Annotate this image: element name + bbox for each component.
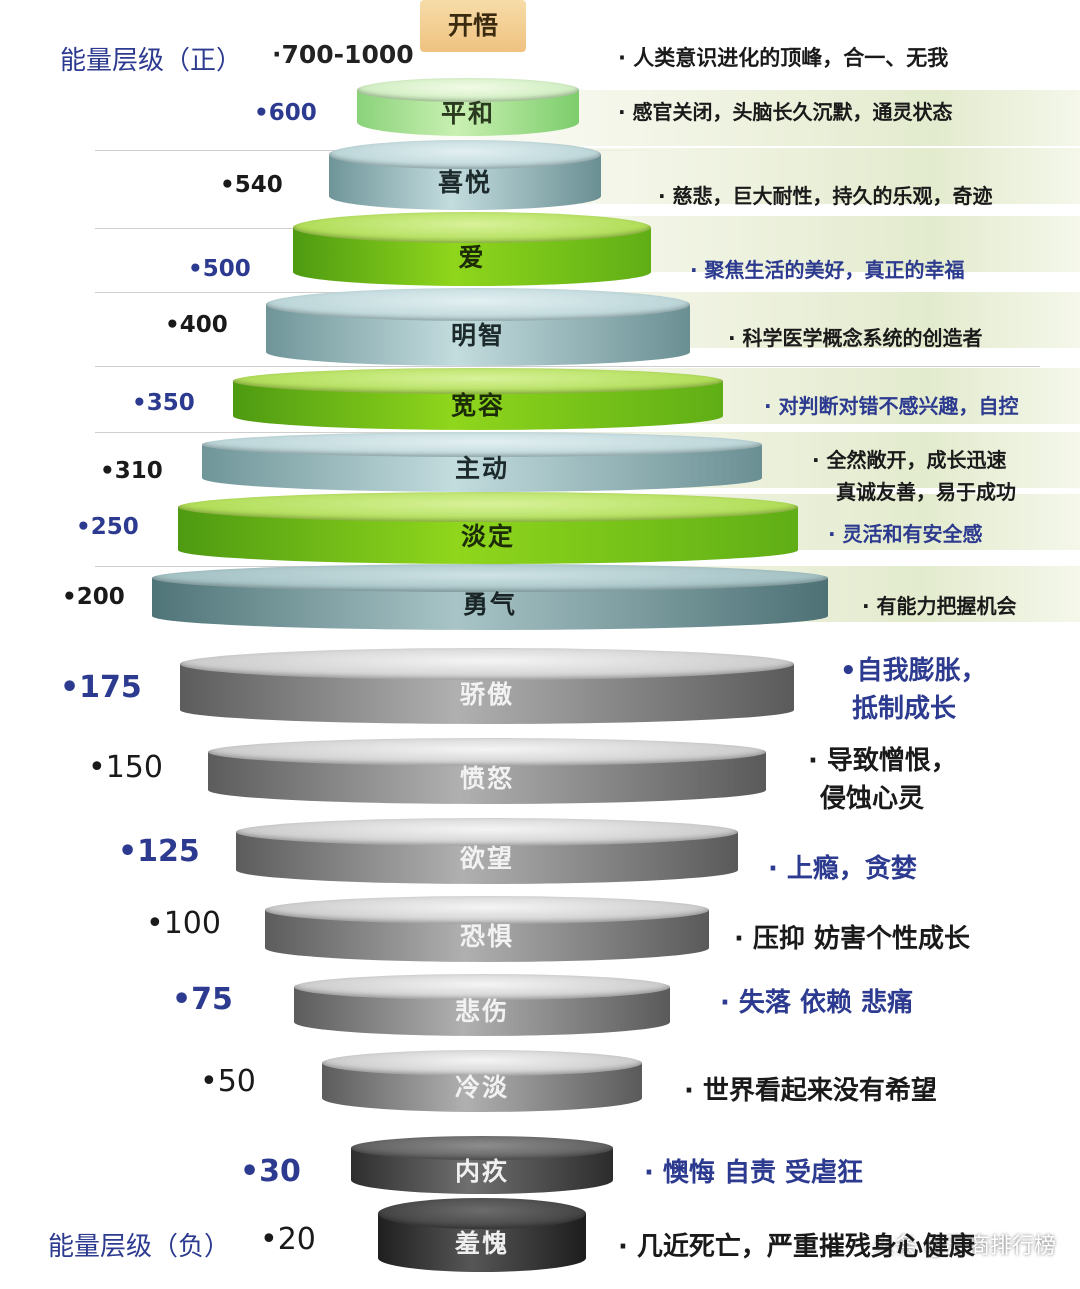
level-value: •50	[200, 1064, 256, 1099]
level-value: •75	[172, 982, 233, 1017]
level-disk: 爱	[293, 212, 651, 286]
level-disk: 平和	[357, 78, 579, 136]
level-disk: 愤怒	[208, 738, 766, 804]
level-name: 内疚	[454, 1157, 509, 1186]
level-disk: 淡定	[178, 492, 798, 564]
level-name: 宽容	[450, 391, 505, 420]
level-value: •540	[220, 172, 283, 198]
top-level-value: ·700-1000	[272, 40, 414, 69]
level-disk: 骄傲	[180, 648, 794, 724]
disk-top	[208, 738, 766, 766]
disk-top	[202, 432, 762, 457]
disk-top	[266, 288, 690, 321]
level-name: 悲伤	[454, 997, 509, 1026]
level-description: · 失落 依赖 悲痛	[720, 988, 914, 1018]
level-description: · 灵活和有安全感	[828, 522, 983, 546]
level-value: •125	[118, 834, 200, 869]
level-value: •175	[60, 670, 142, 705]
level-description: •自我膨胀，	[840, 656, 987, 686]
level-name: 喜悦	[437, 168, 492, 197]
disk-top	[294, 974, 670, 1000]
disk-top	[322, 1050, 642, 1076]
top-level-desc: · 人类意识进化的顶峰，合一、无我	[618, 46, 949, 70]
level-name: 冷淡	[454, 1073, 509, 1102]
level-disk: 悲伤	[294, 974, 670, 1036]
disk-top	[180, 648, 794, 680]
level-description: · 慈悲，巨大耐性，持久的乐观，奇迹	[658, 184, 993, 208]
level-disk: 宽容	[233, 368, 723, 430]
level-description: · 科学医学概念系统的创造者	[728, 326, 983, 350]
level-description: · 上瘾，贪婪	[768, 854, 917, 884]
level-disk: 主动	[202, 432, 762, 492]
level-name: 欲望	[459, 844, 514, 873]
level-disk: 明智	[266, 288, 690, 366]
level-name: 勇气	[462, 590, 517, 619]
level-value: •400	[165, 312, 228, 338]
level-value: •200	[62, 584, 125, 610]
positive-axis-label: 能量层级（正）	[60, 46, 243, 76]
level-value: •350	[132, 390, 195, 416]
disk-top	[152, 564, 828, 592]
level-name: 明智	[450, 321, 505, 350]
level-value: •600	[254, 100, 317, 126]
level-name: 爱	[458, 243, 486, 272]
level-disk: 冷淡	[322, 1050, 642, 1112]
level-disk: 内疚	[351, 1136, 613, 1194]
level-name: 羞愧	[454, 1229, 509, 1258]
level-description: · 全然敞开，成长迅速	[812, 448, 1007, 472]
level-value: •150	[88, 750, 163, 785]
level-description: 侵蚀心灵	[820, 784, 925, 814]
level-disk: 喜悦	[329, 140, 601, 210]
level-value: •100	[146, 906, 221, 941]
level-disk: 欲望	[236, 818, 738, 884]
level-description: · 导致憎恨，	[808, 746, 957, 776]
level-name: 骄傲	[459, 680, 514, 709]
level-disk: 恐惧	[265, 896, 709, 962]
disk-top	[329, 140, 601, 169]
level-value: •500	[188, 256, 251, 282]
level-description: · 对判断对错不感兴趣，自控	[764, 394, 1019, 418]
disk-top	[351, 1136, 613, 1160]
level-name: 恐惧	[459, 922, 514, 951]
level-description: · 感官关闭，头脑长久沉默，通灵状态	[618, 100, 953, 124]
level-value: •310	[100, 458, 163, 484]
level-value: •30	[240, 1154, 301, 1189]
level-value: •250	[76, 514, 139, 540]
top-level-enlightenment: 开悟	[420, 0, 526, 52]
disk-top	[378, 1198, 586, 1229]
level-disk: 羞愧	[378, 1198, 586, 1272]
level-name: 淡定	[460, 522, 515, 551]
level-name: 主动	[454, 454, 509, 483]
level-name: 平和	[440, 99, 495, 128]
disk-top	[178, 492, 798, 522]
disk-top	[293, 212, 651, 243]
disk-top	[357, 78, 579, 102]
level-description: · 有能力把握机会	[862, 594, 1017, 618]
level-description: · 聚焦生活的美好，真正的幸福	[690, 258, 965, 282]
level-description: 抵制成长	[852, 694, 957, 724]
level-description: · 几近死亡，严重摧残身心健康	[618, 1232, 975, 1262]
level-description: 真诚友善，易于成功	[836, 480, 1016, 504]
level-value: •20	[260, 1222, 316, 1257]
level-disk: 勇气	[152, 564, 828, 630]
row-divider	[95, 366, 1040, 367]
disk-top	[236, 818, 738, 846]
negative-axis-label: 能量层级（负）	[48, 1232, 231, 1262]
disk-top	[265, 896, 709, 924]
level-description: · 世界看起来没有希望	[684, 1076, 937, 1106]
level-description: · 压抑 妨害个性成长	[734, 924, 970, 954]
disk-top	[233, 368, 723, 394]
watermark: 头条 @汇商排行榜	[873, 1234, 1056, 1259]
level-description: · 懊悔 自责 受虐狂	[644, 1158, 864, 1188]
level-name: 愤怒	[459, 764, 514, 793]
